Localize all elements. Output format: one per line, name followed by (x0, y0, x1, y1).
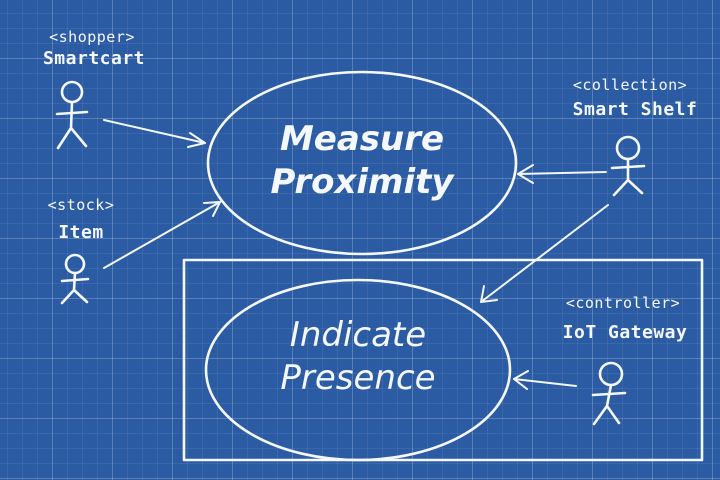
actor-name-iot-gateway: IoT Gateway (562, 322, 688, 343)
system-boundary (182, 258, 704, 462)
actor-figure-smart-shelf (610, 135, 646, 197)
actor-figure-iot-gateway (591, 361, 627, 426)
association-iot-gateway-to-indicate (513, 370, 577, 390)
actor-stereotype-item: <stock> (47, 196, 115, 214)
use-case-measure-proximity: Measure Proximity (262, 118, 462, 203)
association-smart-cart-to-measure (103, 119, 206, 148)
association-item-to-measure (103, 201, 221, 269)
association-smart-shelf-to-measure (517, 164, 607, 184)
actor-figure-smart-cart (55, 80, 89, 150)
use-case-indicate-presence: Indicate Presence (258, 314, 458, 399)
use-case-indicate-presence-line1: Indicate (289, 315, 427, 355)
use-case-indicate-presence-line2: Presence (280, 357, 436, 398)
actor-figure-item (60, 253, 90, 305)
use-case-measure-proximity-line2: Proximity (270, 161, 454, 202)
actor-stereotype-smart-shelf: <collection> (572, 76, 688, 94)
actor-stereotype-iot-gateway: <controller> (565, 294, 681, 312)
association-smart-shelf-to-indicate (480, 204, 609, 303)
actor-name-smart-cart: Smartcart (42, 48, 146, 69)
use-case-ellipse-measure-proximity (206, 70, 518, 256)
use-case-measure-proximity-line1: Measure (279, 119, 445, 159)
actor-name-item: Item (58, 222, 104, 243)
use-case-ellipse-indicate-presence (204, 278, 512, 462)
actor-name-smart-shelf: Smart Shelf (572, 99, 698, 120)
actor-stereotype-smart-cart: <shopper> (49, 28, 135, 46)
